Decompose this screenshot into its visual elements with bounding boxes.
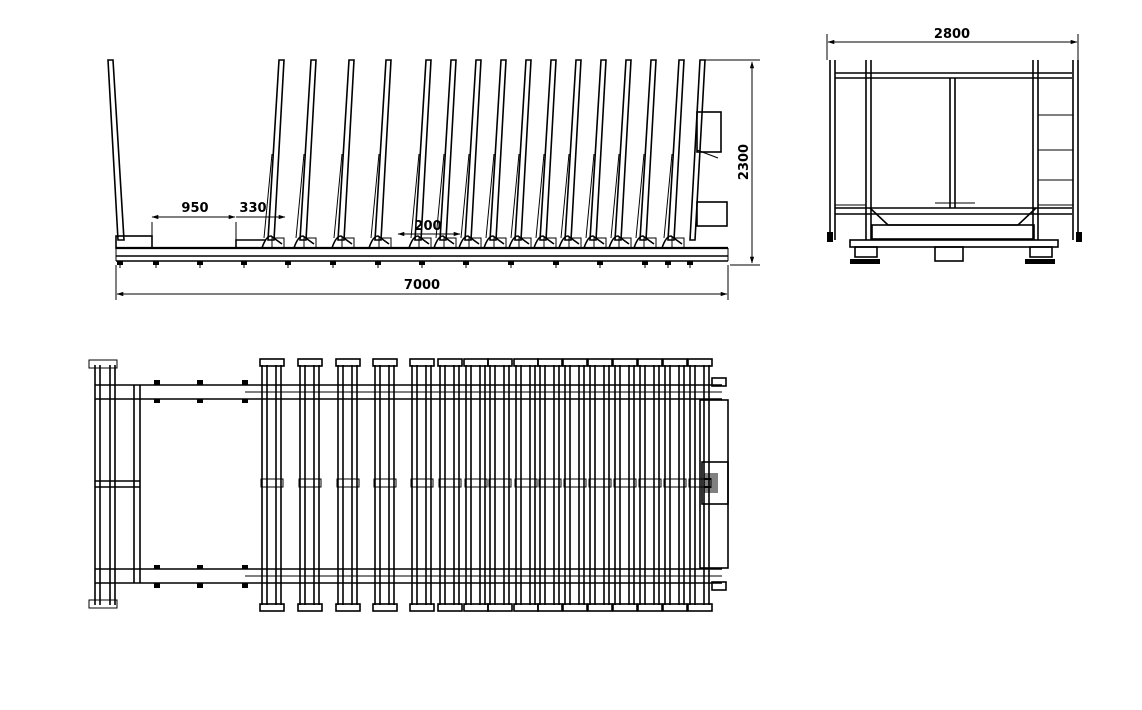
base-foot — [285, 261, 291, 268]
rail-clip — [154, 399, 160, 403]
plan-post-pair — [335, 358, 361, 612]
plan-post-pair — [372, 358, 398, 612]
base-foot — [642, 261, 648, 268]
vertical-posts — [261, 59, 706, 249]
end-view: 2800 — [826, 27, 1082, 264]
side-post — [261, 59, 285, 249]
plan-post-pair — [409, 358, 435, 612]
base-foot — [597, 261, 603, 268]
base-foot — [375, 261, 381, 268]
base-foot — [463, 261, 469, 268]
base-foot — [687, 261, 693, 268]
dim-2300-label: 2300 — [737, 144, 752, 180]
base-foot — [153, 261, 159, 268]
base-foot — [241, 261, 247, 268]
plan-post-pair — [537, 358, 563, 612]
side-post — [458, 59, 482, 249]
side-post — [558, 59, 582, 249]
rail-clip — [197, 399, 203, 403]
base-foot — [553, 261, 559, 268]
dim-7000-label: 7000 — [404, 278, 440, 293]
plan-post-pair — [662, 358, 688, 612]
base-feet — [117, 261, 693, 268]
side-post — [583, 59, 607, 249]
side-post — [508, 59, 532, 249]
plan-post-pair — [687, 358, 713, 612]
dim-330-label: 330 — [239, 201, 266, 216]
rail-clip — [242, 583, 248, 588]
plan-post-pair — [259, 358, 285, 612]
side-post — [483, 59, 507, 249]
plan-post-pair — [487, 358, 513, 612]
base-foot — [197, 261, 203, 268]
plan-clips — [154, 380, 248, 588]
plan-post-pairs — [259, 358, 713, 612]
side-post — [533, 59, 557, 249]
rail-clip — [242, 565, 248, 569]
dim-2800-label: 2800 — [934, 27, 970, 42]
side-post — [608, 59, 632, 249]
dim-950-label: 950 — [181, 201, 208, 216]
rail-clip — [242, 399, 248, 403]
side-post — [368, 59, 392, 249]
rail-clip — [242, 380, 248, 385]
plan-post-pair — [297, 358, 323, 612]
rail-clip — [154, 380, 160, 385]
dim-200-label: 200 — [414, 219, 441, 234]
side-post — [331, 59, 355, 249]
rail-clip — [197, 380, 203, 385]
plan-post-pair — [437, 358, 463, 612]
plan-post-pair — [637, 358, 663, 612]
plan-post-pair — [513, 358, 539, 612]
base-foot — [419, 261, 425, 268]
rail-clip — [197, 565, 203, 569]
side-view: 950 330 200 2300 7000 — [107, 59, 760, 300]
plan-post-pair — [562, 358, 588, 612]
rail-clip — [154, 565, 160, 569]
side-post — [293, 59, 317, 249]
plan-post-pair — [463, 358, 489, 612]
base-foot — [117, 261, 123, 268]
base-foot — [330, 261, 336, 268]
side-post — [661, 59, 685, 249]
base-foot — [508, 261, 514, 268]
base-foot — [665, 261, 671, 268]
plan-post-pair — [587, 358, 613, 612]
side-post — [633, 59, 657, 249]
plan-post-pair — [612, 358, 638, 612]
plan-view — [88, 358, 729, 612]
rail-clip — [197, 583, 203, 588]
rail-clip — [154, 583, 160, 588]
